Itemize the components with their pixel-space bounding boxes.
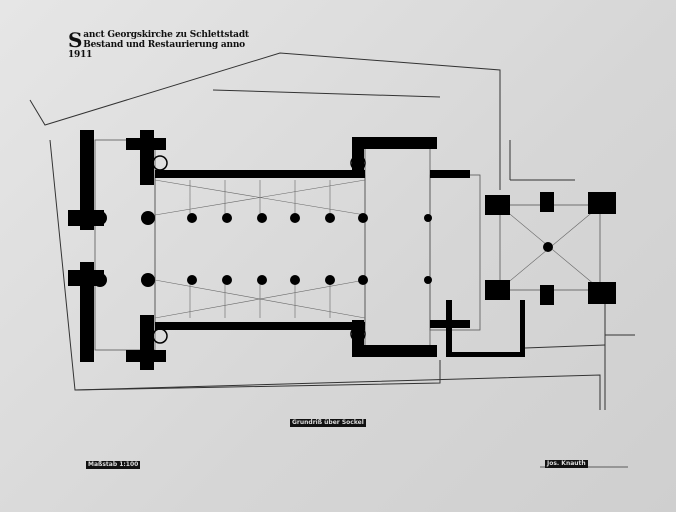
signature: Jos. Knauth [545, 460, 588, 468]
piers [93, 211, 553, 287]
title-initial: S [68, 28, 83, 52]
drawing-title: S anct Georgskirche zu Schlettstadt Best… [68, 30, 257, 60]
site-outline [29, 52, 635, 410]
scale-label: Maßstab 1:100 [86, 461, 141, 469]
title-line-1: anct Georgskirche zu Schlettstadt [83, 30, 249, 40]
title-line-2: Bestand und Restaurierung anno 1911 [68, 40, 245, 60]
plan-caption: Grundriß über Sockel [290, 419, 366, 427]
stair-turrets [152, 155, 366, 344]
vault-ribs [154, 179, 596, 319]
walls-solid [68, 130, 616, 370]
